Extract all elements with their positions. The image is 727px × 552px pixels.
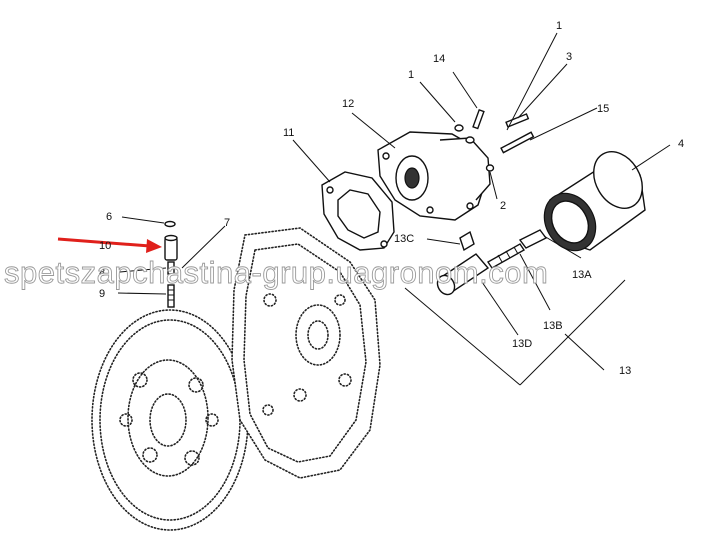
motor-housing (543, 151, 646, 252)
drive-assembly (436, 229, 548, 296)
callout-13b: 13B (543, 320, 563, 332)
flywheel-housing (231, 227, 381, 479)
callout-1-top: 1 (556, 20, 562, 32)
callout-13c: 13C (394, 233, 414, 245)
callout-8: 8 (99, 267, 105, 279)
callout-3: 3 (566, 51, 572, 63)
callout-13a: 13A (572, 269, 592, 281)
callout-15: 15 (597, 103, 609, 115)
callout-14: 14 (433, 53, 445, 65)
callout-9: 9 (99, 288, 105, 300)
callout-10: 10 (99, 240, 111, 252)
leader-lines (117, 32, 671, 386)
callout-4: 4 (678, 138, 684, 150)
callout-6: 6 (106, 211, 112, 223)
callout-13: 13 (619, 365, 631, 377)
flywheel (91, 309, 249, 531)
callout-1: 1 (408, 69, 414, 81)
callout-11: 11 (283, 127, 294, 139)
watermark-text: spetszapchastina-grup.uagronom.com (4, 255, 548, 290)
gasket (321, 171, 395, 251)
callout-12: 12 (342, 98, 354, 110)
drive-housing (377, 131, 491, 221)
fasteners (454, 108, 535, 172)
callout-13d: 13D (512, 338, 532, 350)
callout-7: 7 (224, 217, 230, 229)
red-pointer-arrow (57, 237, 162, 253)
callout-2: 2 (500, 200, 506, 212)
pin-and-stud-parts (164, 220, 178, 308)
callout-labels: 1 1 14 3 15 12 11 4 2 6 7 10 13C 8 9 13A… (99, 20, 684, 377)
